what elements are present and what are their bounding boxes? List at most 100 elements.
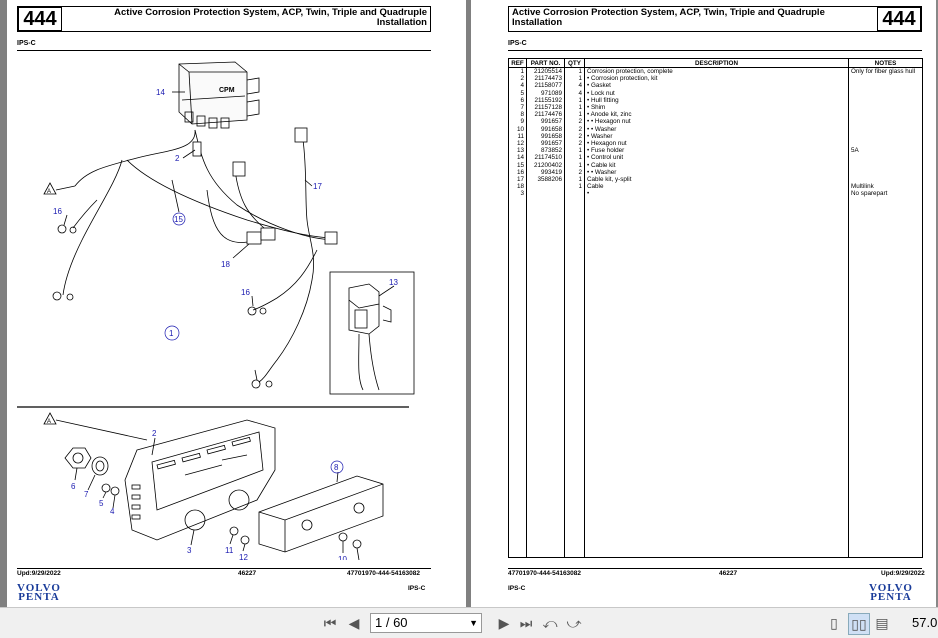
cell-qty: 1 (564, 175, 585, 183)
cell-qty: 2 (564, 132, 585, 140)
document-viewport[interactable]: 444 Active Corrosion Protection System, … (0, 0, 938, 607)
cell-part: 991658 (526, 132, 565, 140)
right-title-line2: Installation (512, 17, 563, 28)
callout-14: 14 (156, 88, 165, 97)
cell-ref: 13 (508, 147, 527, 155)
cell-notes (848, 89, 923, 97)
cell-desc: • Fuse holder (584, 147, 849, 155)
callout-17: 17 (313, 182, 322, 191)
control-unit-drawing (17, 61, 415, 560)
cell-notes (848, 168, 923, 176)
cell-qty: 1 (564, 161, 585, 169)
cell-part: 873852 (526, 147, 565, 155)
previous-page-icon[interactable]: ◀ (348, 615, 360, 631)
cell-desc: • Gasket (584, 82, 849, 90)
cell-part: 21157128 (526, 103, 565, 112)
cell-part (526, 190, 565, 198)
page-right: Active Corrosion Protection System, ACP,… (471, 0, 938, 607)
cell-desc: • • Hexagon nut (584, 118, 849, 126)
cell-part: 21174473 (526, 75, 565, 83)
left-footer-date: Upd:9/29/2022 (17, 570, 61, 577)
cell-notes: Only for fiber glass hull (848, 67, 923, 76)
cell-notes (848, 103, 923, 112)
right-footer-doc: 47701970-444-54163082 (508, 570, 582, 577)
cell-part: 991657 (526, 139, 565, 148)
next-page-icon[interactable]: ▶ (498, 615, 510, 631)
right-header: Active Corrosion Protection System, ACP,… (508, 6, 922, 32)
cell-qty: 1 (564, 147, 585, 155)
cell-qty: 1 (564, 103, 585, 112)
last-page-icon[interactable]: ⏭ (519, 615, 533, 631)
zoom-level[interactable]: 57.0 (912, 615, 938, 630)
page-number-input[interactable]: 1 / 60 ▼ (370, 613, 482, 633)
cell-part: 21174510 (526, 154, 565, 162)
go-back-icon[interactable]: ⤺ (542, 615, 558, 631)
cell-desc: • Shim (584, 103, 849, 112)
left-section: IPS-C (17, 40, 36, 47)
two-page-view-icon[interactable]: ▯▯ (848, 613, 870, 635)
cell-ref: 16 (508, 168, 527, 176)
cell-qty (564, 190, 585, 198)
callout-11: 11 (225, 546, 234, 555)
cell-ref: 17 (508, 175, 527, 183)
cell-qty: 2 (564, 118, 585, 126)
cell-qty: 2 (564, 168, 585, 176)
cell-qty: 1 (564, 183, 585, 191)
cell-ref: 3 (508, 190, 527, 198)
callout-13: 13 (389, 278, 398, 287)
cell-part (526, 183, 565, 191)
cell-desc: • Cable kit (584, 161, 849, 169)
cell-qty: 4 (564, 82, 585, 90)
callout-16-b: 16 (241, 288, 250, 297)
cell-notes (848, 118, 923, 126)
cell-qty: 4 (564, 89, 585, 97)
go-forward-icon[interactable]: ⤻ (566, 615, 582, 631)
right-title: Active Corrosion Protection System, ACP,… (509, 7, 877, 31)
two-page-continuous-icon[interactable]: ▤ (875, 615, 889, 631)
cell-ref: 5 (508, 89, 527, 97)
right-footer-date: Upd:9/29/2022 (881, 570, 925, 577)
cell-qty: 2 (564, 139, 585, 148)
cell-desc: • (584, 190, 849, 198)
cell-ref: 14 (508, 154, 527, 162)
right-footer-mid: 46227 (719, 570, 738, 577)
right-header-rule (508, 50, 922, 51)
left-page-number: 444 (18, 7, 62, 31)
cell-notes (848, 161, 923, 169)
cell-desc: • Washer (584, 132, 849, 140)
callout-3: 3 (187, 546, 192, 555)
cell-notes (848, 82, 923, 90)
right-footer-rule (508, 568, 922, 569)
vertical-scrollbar[interactable] (936, 0, 938, 607)
callout-18: 18 (221, 260, 230, 269)
first-page-icon[interactable]: ⏮ (323, 615, 337, 631)
cell-qty: 1 (564, 154, 585, 162)
cell-desc: Cable (584, 183, 849, 191)
filler-cell (564, 197, 585, 559)
cell-ref: 1 (508, 67, 527, 76)
right-page-number: 444 (877, 7, 921, 31)
single-page-view-icon[interactable]: ▯ (830, 615, 838, 631)
page-dropdown-icon[interactable]: ▼ (469, 618, 478, 628)
callout-6: 6 (71, 482, 76, 491)
cell-notes: No sparepart (848, 190, 923, 198)
callout-10: 10 (338, 555, 347, 560)
left-volvo-penta-logo: VOLVO PENTA (17, 582, 61, 603)
left-title: Active Corrosion Protection System, ACP,… (62, 7, 430, 31)
cell-notes (848, 96, 923, 104)
callout-7: 7 (84, 490, 89, 499)
cell-qty: 1 (564, 67, 585, 76)
cell-desc: • Corrosion protection, kit (584, 75, 849, 83)
left-title-line2: Installation (376, 17, 427, 28)
right-volvo-penta-logo: VOLVO PENTA (869, 582, 913, 603)
filler-cell (526, 197, 565, 559)
